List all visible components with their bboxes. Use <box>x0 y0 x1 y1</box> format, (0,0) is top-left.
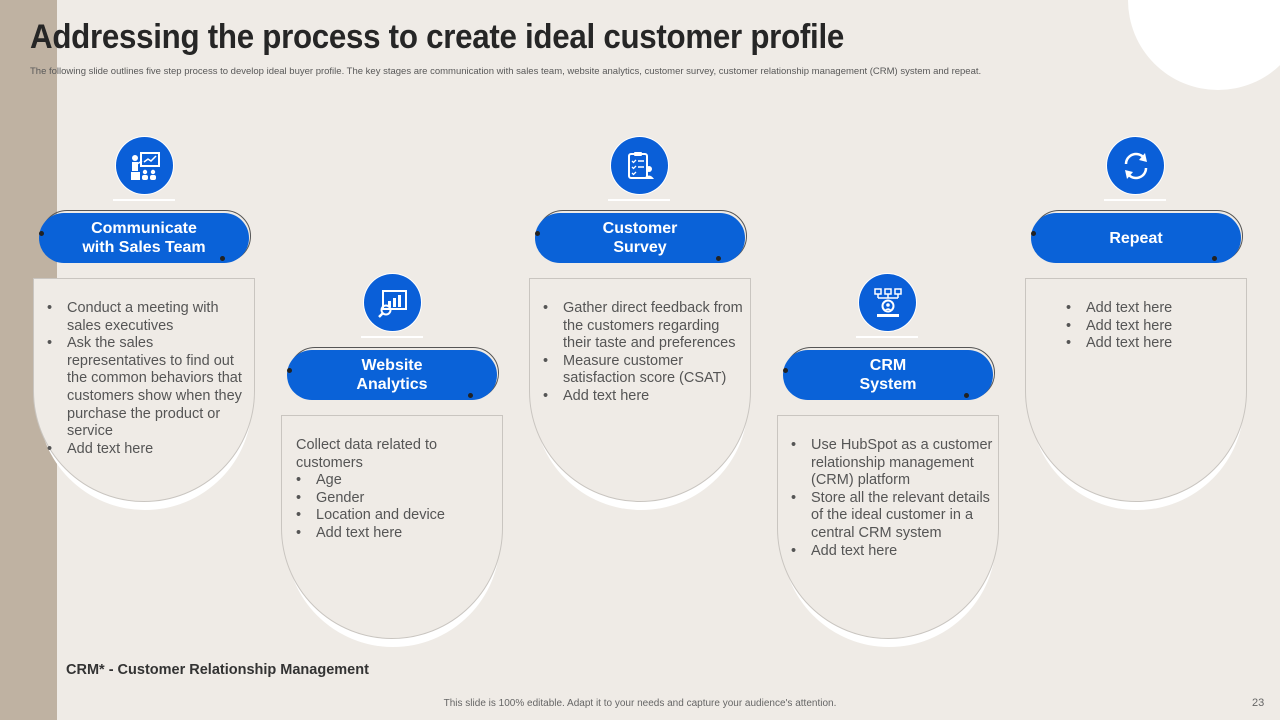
bullet-item: Add text here <box>1066 300 1226 318</box>
refresh-cycle-icon <box>1107 137 1164 194</box>
bullet-item: Add text here <box>543 388 743 406</box>
footnote: CRM* - Customer Relationship Management <box>66 662 369 678</box>
footer-note: This slide is 100% editable. Adapt it to… <box>443 698 837 709</box>
step-title-line: Customer <box>602 220 678 237</box>
icon-underline <box>113 199 175 201</box>
step-card-text: Conduct a meeting with sales executives … <box>47 300 247 458</box>
step-title-pill: Repeat <box>1031 213 1241 263</box>
page-number: 23 <box>1252 697 1265 709</box>
connector-dot <box>716 256 721 261</box>
bullet-item: Add text here <box>1066 335 1226 353</box>
icon-underline <box>361 336 423 338</box>
step-card-text: Collect data related to customers Age Ge… <box>296 437 491 543</box>
step-title-line: Repeat <box>1109 229 1163 247</box>
icon-underline <box>608 199 670 201</box>
connector-dot <box>964 393 969 398</box>
bullet-item: Location and device <box>296 507 491 525</box>
analytics-chart-icon <box>364 274 421 331</box>
connector-dot <box>535 231 540 236</box>
step-title-line: with Sales Team <box>82 239 206 256</box>
bullet-item: Ask the sales representatives to find ou… <box>47 335 247 441</box>
step-title-pill: CRM System <box>783 350 993 400</box>
slide-subtitle: The following slide outlines five step p… <box>30 66 982 77</box>
bullet-item: Store all the relevant details of the id… <box>791 490 996 543</box>
bullet-item: Add text here <box>47 441 247 459</box>
bullet-item: Age <box>296 472 491 490</box>
connector-dot <box>783 368 788 373</box>
bullet-item: Add text here <box>791 543 996 561</box>
step-title-line: Communicate <box>91 220 197 237</box>
step-title-line: Website <box>361 357 423 374</box>
bullet-item: Use HubSpot as a customer relationship m… <box>791 437 996 490</box>
step-title-line: Analytics <box>356 376 428 393</box>
connector-dot <box>468 393 473 398</box>
step-title-line: System <box>859 376 917 393</box>
bullet-item: Conduct a meeting with sales executives <box>47 300 247 335</box>
step-card-text: Gather direct feedback from the customer… <box>543 300 743 406</box>
slide-title: Addressing the process to create ideal c… <box>30 18 844 56</box>
connector-dot <box>287 368 292 373</box>
survey-clipboard-icon <box>611 137 668 194</box>
connector-dot <box>39 231 44 236</box>
bullet-item: Measure customer satisfaction score (CSA… <box>543 353 743 388</box>
connector-dot <box>220 256 225 261</box>
step-title-pill: Communicate with Sales Team <box>39 213 249 263</box>
bullet-item: Add text here <box>1066 318 1226 336</box>
step-title-line: Survey <box>613 239 667 256</box>
connector-dot <box>1212 256 1217 261</box>
card-intro: Collect data related to customers <box>296 437 438 471</box>
bullet-item: Add text here <box>296 525 491 543</box>
crm-network-icon <box>859 274 916 331</box>
step-card-text: Use HubSpot as a customer relationship m… <box>791 437 996 560</box>
step-card-text: Add text here Add text here Add text her… <box>1066 300 1226 353</box>
presentation-icon <box>116 137 173 194</box>
step-title-line: CRM <box>869 357 907 374</box>
icon-underline <box>856 336 918 338</box>
icon-underline <box>1104 199 1166 201</box>
connector-dot <box>1031 231 1036 236</box>
bullet-item: Gather direct feedback from the customer… <box>543 300 743 353</box>
bullet-item: Gender <box>296 490 491 508</box>
